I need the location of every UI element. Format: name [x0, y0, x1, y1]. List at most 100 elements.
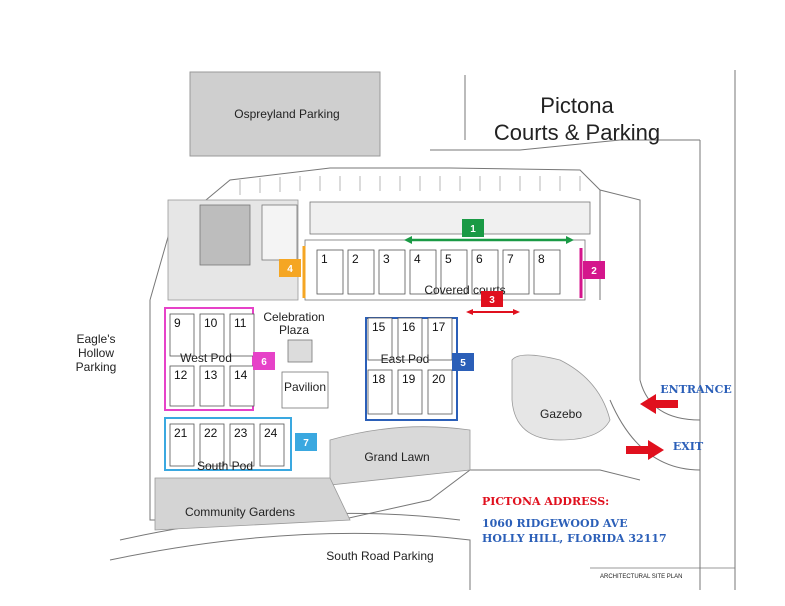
red-arrow-right [513, 309, 520, 315]
court-number-21: 21 [174, 426, 188, 440]
court-13 [199, 365, 225, 407]
field-area [261, 204, 298, 261]
court-number-3: 3 [383, 252, 390, 266]
clubhouse-building [309, 201, 591, 235]
exit-arrow-icon [626, 440, 664, 460]
court-number-1: 1 [321, 252, 328, 266]
address-heading: PICTONA ADDRESS: [482, 495, 609, 508]
court-23 [229, 423, 255, 467]
svg-text:4: 4 [287, 264, 293, 275]
court-3 [378, 249, 406, 295]
court-number-13: 13 [204, 368, 218, 382]
marker-6: 6 [253, 352, 275, 370]
court-number-19: 19 [402, 372, 416, 386]
marker-5: 5 [452, 353, 474, 371]
court-4 [409, 249, 437, 295]
marker-3: 3 [481, 291, 503, 307]
entrance-arrow-icon [640, 394, 678, 414]
court-number-10: 10 [204, 316, 218, 330]
celebration-plaza-label-1: Celebration [263, 310, 324, 324]
court-number-22: 22 [204, 426, 218, 440]
community-gardens-label: Community Gardens [185, 505, 295, 519]
green-arrow-left [404, 236, 412, 244]
court-6 [471, 249, 499, 295]
court-number-14: 14 [234, 368, 248, 382]
title-line-2: Courts & Parking [494, 120, 660, 145]
svg-text:3: 3 [489, 295, 495, 306]
plaza-structure [287, 339, 313, 363]
red-arrow-left [466, 309, 473, 315]
gazebo-area [511, 354, 611, 441]
eagles-hollow-label-2: Hollow [78, 346, 114, 360]
court-1 [316, 249, 344, 295]
court-number-4: 4 [414, 252, 421, 266]
grand-lawn-label: Grand Lawn [364, 450, 429, 464]
court-number-23: 23 [234, 426, 248, 440]
court-20 [427, 369, 453, 415]
svg-text:7: 7 [303, 438, 309, 449]
grand-lawn-area [329, 426, 471, 486]
svg-text:2: 2 [591, 266, 597, 277]
pavilion-structure [281, 371, 329, 409]
south-pod-label: South Pod [197, 459, 253, 473]
ospreyland-parking-lot [189, 71, 381, 157]
ospreyland-parking-label: Ospreyland Parking [234, 107, 339, 121]
court-number-9: 9 [174, 316, 181, 330]
court-number-17: 17 [432, 320, 446, 334]
west-pod-courts: 9 10 11 12 13 14 [169, 313, 255, 407]
court-number-7: 7 [507, 252, 514, 266]
south-pod-border [164, 417, 292, 471]
east-pod-courts: 15 16 17 18 19 20 [367, 317, 453, 415]
top-parking-bays [239, 176, 581, 195]
court-16 [397, 317, 423, 361]
marker-1: 1 [462, 219, 484, 237]
exit-label: EXIT [673, 440, 704, 453]
court-7 [502, 249, 530, 295]
court-number-12: 12 [174, 368, 188, 382]
plan-label: ARCHITECTURAL SITE PLAN [600, 574, 682, 580]
court-11 [229, 313, 255, 357]
svg-text:6: 6 [261, 357, 267, 368]
court-10 [199, 313, 225, 357]
court-9 [169, 313, 195, 357]
court-5 [440, 249, 468, 295]
eagles-hollow-label-1: Eagle's [77, 332, 116, 346]
court-21 [169, 423, 195, 467]
west-pod-label: West Pod [180, 351, 232, 365]
court-17 [427, 317, 453, 361]
entrance-label: ENTRANCE [660, 383, 732, 396]
gazebo-label: Gazebo [540, 407, 582, 421]
title-line-1: Pictona [540, 93, 614, 118]
svg-text:1: 1 [470, 224, 476, 235]
court-12 [169, 365, 195, 407]
court-18 [367, 369, 393, 415]
eagles-hollow-label-3: Parking [76, 360, 117, 374]
court-14 [229, 365, 255, 407]
planter-beds [199, 204, 251, 266]
court-number-11: 11 [234, 316, 247, 330]
pavilion-label: Pavilion [284, 380, 326, 394]
celebration-plaza-label-2: Plaza [279, 323, 309, 337]
green-arrow-right [566, 236, 574, 244]
court-number-5: 5 [445, 252, 452, 266]
court-number-15: 15 [372, 320, 386, 334]
marker-7: 7 [295, 433, 317, 451]
court-number-2: 2 [352, 252, 359, 266]
address-line-2: HOLLY HILL, FLORIDA 32117 [482, 532, 667, 545]
court-19 [397, 369, 423, 415]
court-number-16: 16 [402, 320, 416, 334]
svg-text:5: 5 [460, 358, 466, 369]
court-24 [259, 423, 285, 467]
address-line-1: 1060 RIDGEWOOD AVE [482, 517, 628, 530]
east-pod-label: East Pod [381, 352, 430, 366]
court-number-18: 18 [372, 372, 386, 386]
community-gardens-area [154, 477, 351, 531]
court-number-20: 20 [432, 372, 446, 386]
court-22 [199, 423, 225, 467]
marker-2: 2 [583, 261, 605, 279]
court-15 [367, 317, 393, 361]
court-number-8: 8 [538, 252, 545, 266]
